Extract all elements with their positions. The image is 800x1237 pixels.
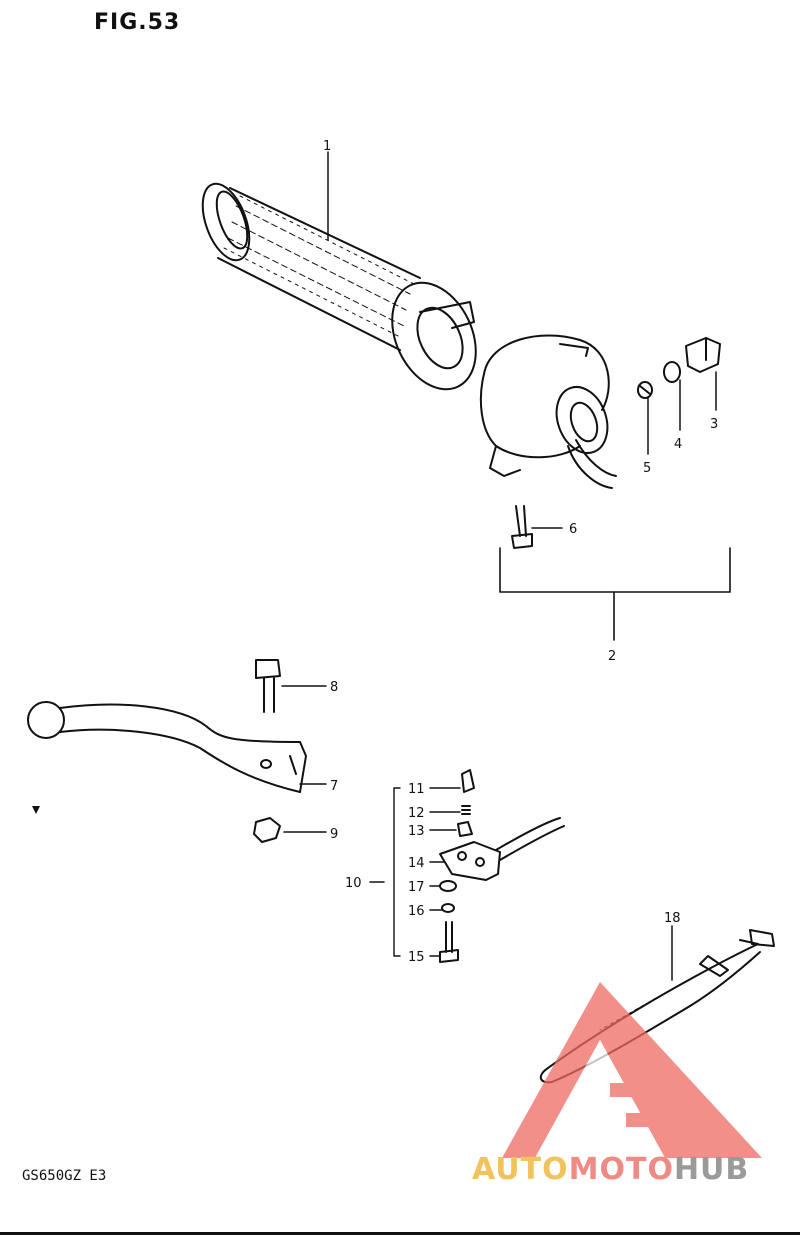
assembly-bracket-2 bbox=[499, 547, 731, 593]
callout-9: 9 bbox=[330, 827, 338, 842]
watermark-auto: AUTO bbox=[472, 1152, 569, 1187]
callout-7: 7 bbox=[330, 779, 338, 794]
callout-13: 13 bbox=[408, 824, 425, 839]
pivot-bolt-drawing bbox=[255, 659, 281, 713]
bottom-border bbox=[0, 1232, 800, 1235]
screw-drawing bbox=[511, 505, 533, 549]
switch-housing-drawing bbox=[479, 334, 617, 489]
callout-8: 8 bbox=[330, 680, 338, 695]
figure-title: FIG.53 bbox=[94, 10, 181, 35]
watermark-text: AUTOMOTOHUB bbox=[472, 1152, 749, 1187]
callout-16: 16 bbox=[408, 904, 425, 919]
watermark-logo-icon bbox=[502, 982, 762, 1158]
callout-18: 18 bbox=[664, 911, 681, 926]
brake-lever-drawing bbox=[27, 701, 307, 793]
callout-10: 10 bbox=[345, 876, 362, 891]
throttle-grip-drawing bbox=[201, 182, 477, 391]
callout-6: 6 bbox=[569, 522, 577, 537]
callout-11: 11 bbox=[408, 782, 425, 797]
model-code: GS650GZ E3 bbox=[22, 1168, 107, 1184]
watermark-moto: MOTO bbox=[568, 1152, 674, 1187]
small-switch-parts-drawing bbox=[637, 337, 721, 399]
callout-4: 4 bbox=[674, 437, 682, 452]
stray-mark bbox=[32, 806, 40, 814]
callout-3: 3 bbox=[710, 417, 718, 432]
callout-17: 17 bbox=[408, 880, 425, 895]
callout-5: 5 bbox=[643, 461, 651, 476]
nut-drawing bbox=[253, 817, 281, 843]
assembly-bracket-10 bbox=[393, 787, 401, 957]
callout-1: 1 bbox=[323, 139, 331, 154]
callout-2: 2 bbox=[608, 649, 616, 664]
lever-holder-assembly-drawing bbox=[439, 769, 565, 963]
callout-12: 12 bbox=[408, 806, 425, 821]
callout-leaders bbox=[281, 151, 717, 981]
callout-14: 14 bbox=[408, 856, 425, 871]
watermark-hub: HUB bbox=[673, 1152, 750, 1187]
callout-15: 15 bbox=[408, 950, 425, 965]
